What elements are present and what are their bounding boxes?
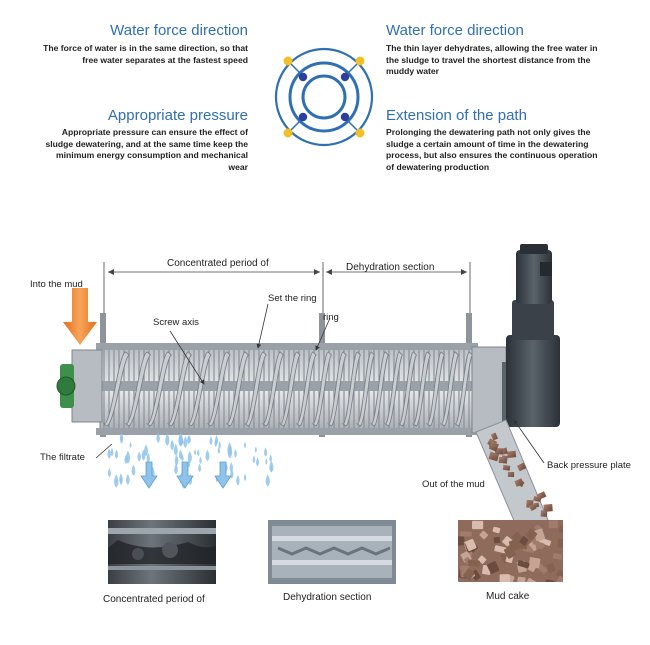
inlet-hopper bbox=[71, 349, 103, 423]
filtrate-arrows bbox=[140, 461, 232, 489]
mud-inlet-arrow bbox=[63, 288, 97, 345]
gear-reducer bbox=[512, 300, 554, 340]
feature-text-top-right: The thin layer dehydrates, allowing the … bbox=[386, 43, 598, 76]
feature-title-top-right: Water force direction bbox=[386, 22, 524, 39]
label-set-ring: Set the ring bbox=[268, 293, 317, 304]
caption-mud-cake: Mud cake bbox=[486, 591, 530, 602]
label-concentrated: Concentrated period of bbox=[167, 258, 269, 269]
feature-text-top-left: The force of water is in the same direct… bbox=[43, 43, 248, 65]
label-screw-axis: Screw axis bbox=[153, 317, 199, 328]
terminal-box bbox=[540, 262, 552, 276]
photo-concentrated bbox=[108, 520, 216, 584]
feature-text-bottom-left: Appropriate pressure can ensure the effe… bbox=[45, 127, 249, 172]
label-dehydration: Dehydration section bbox=[346, 262, 435, 273]
feature-title-top-left: Water force direction bbox=[110, 22, 248, 39]
leader-lines bbox=[95, 303, 545, 464]
shaft bbox=[84, 381, 476, 391]
photo-dehydration bbox=[268, 520, 396, 584]
feature-title-bottom-left: Appropriate pressure bbox=[107, 107, 248, 124]
mud-cake-pieces bbox=[487, 432, 553, 517]
bottom-rod bbox=[96, 428, 478, 435]
motor bbox=[516, 250, 552, 304]
label-into-mud: Into the mud bbox=[30, 279, 83, 290]
label-back-pressure: Back pressure plate bbox=[547, 460, 631, 471]
label-filtrate: The filtrate bbox=[40, 452, 85, 463]
feature-title-bottom-right: Extension of the path bbox=[386, 107, 527, 124]
caption-concentrated: Concentrated period of bbox=[103, 594, 205, 605]
outlet-housing bbox=[471, 346, 507, 434]
photo-mud-cake bbox=[458, 520, 563, 582]
bearing-cap bbox=[56, 376, 76, 396]
label-out-mud: Out of the mud bbox=[422, 479, 485, 490]
label-ring: ring bbox=[323, 312, 339, 323]
motor-cap bbox=[520, 244, 548, 254]
dimension-lines bbox=[103, 262, 471, 345]
screw-axis bbox=[84, 351, 476, 427]
top-rod bbox=[96, 343, 478, 350]
gearbox bbox=[506, 335, 560, 427]
feature-text-bottom-right: Prolonging the dewatering path not only … bbox=[386, 127, 598, 172]
caption-dehydration: Dehydration section bbox=[283, 592, 372, 603]
